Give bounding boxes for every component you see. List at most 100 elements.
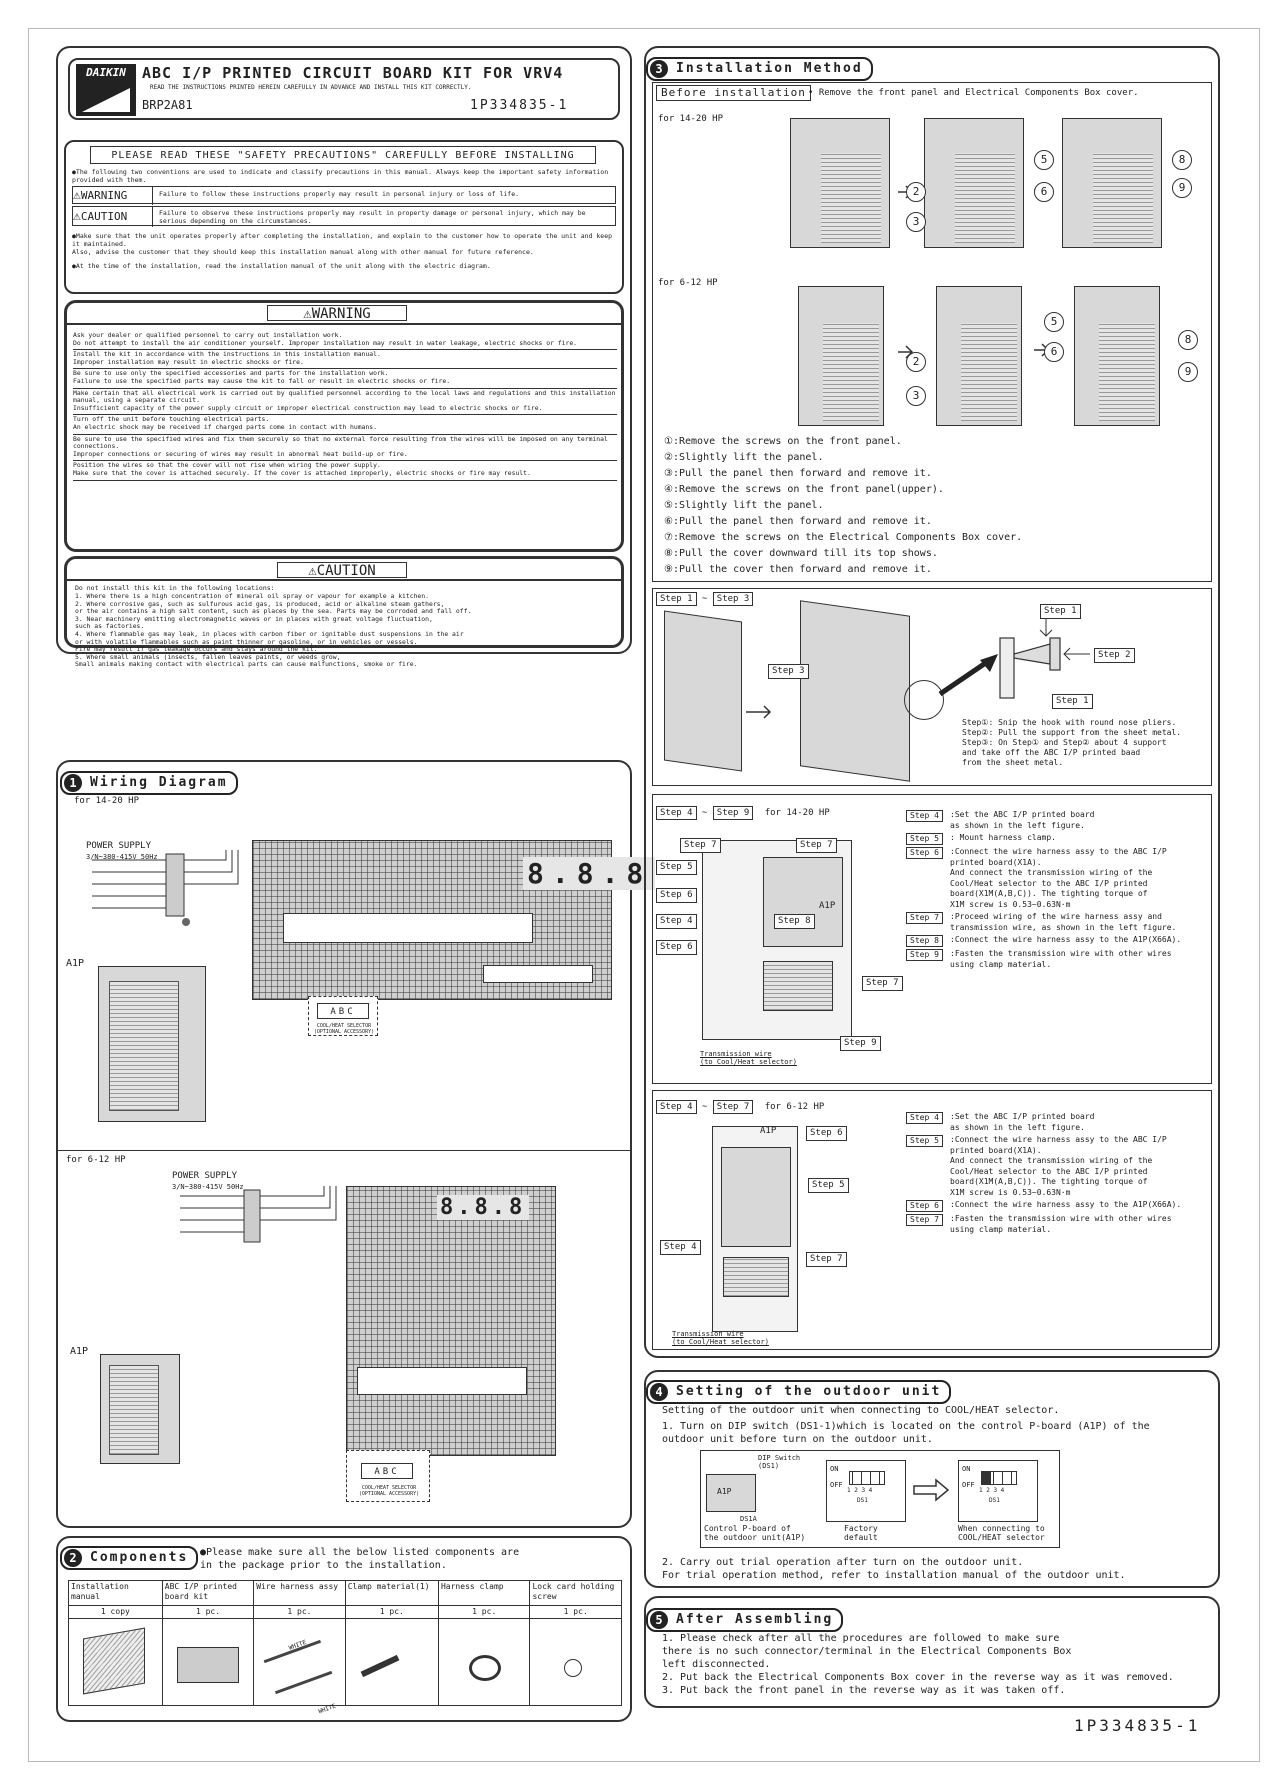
- caution-item: 3. Near machinery emitting electromagnet…: [75, 614, 433, 631]
- after-assembling-title: After Assembling: [676, 1612, 834, 1627]
- warning-title-icon: ⚠: [303, 306, 312, 322]
- wiring-sub-14-20: for 14-20 HP: [74, 796, 140, 806]
- model-number: BRP2A81: [142, 98, 193, 112]
- warning-definition-row: ⚠WARNING Failure to follow these instruc…: [72, 186, 616, 205]
- step-callout-label: Step 7: [806, 1252, 847, 1267]
- caution-item: 2. Where corrosive gas, such as sulfurou…: [75, 599, 472, 616]
- component-image-cell: [437, 1618, 531, 1706]
- dip-selector-off: OFF: [962, 1481, 975, 1489]
- step-instruction-row: Step 9:Fasten the transmission wire with…: [906, 949, 1206, 970]
- caution-item: 1. Where there is a high concentration o…: [75, 592, 429, 600]
- caution-list: 1. Where there is a high concentration o…: [75, 592, 615, 669]
- step-text: :Proceed wiring of the wire harness assy…: [950, 912, 1177, 932]
- range3-label: Step 4 ~ Step 7 for 6-12 HP: [656, 1100, 824, 1114]
- factory-default-caption: Factory default: [844, 1524, 878, 1542]
- zoom-circle: [904, 680, 944, 720]
- callout-circle: 5: [1034, 150, 1054, 170]
- outdoor-setting-panel: [644, 1370, 1220, 1588]
- warning-title-frame: ⚠WARNING: [267, 305, 407, 322]
- step-instruction-row: Step 6 :Connect the wire harness assy to …: [906, 847, 1206, 910]
- seven-seg-display-1: 8.8.8: [523, 857, 656, 890]
- seven-seg-display-2: 8.8.8: [437, 1195, 530, 1220]
- callout-circle: 6: [1044, 342, 1064, 362]
- unit-illus-1c-grille: [1093, 153, 1153, 243]
- flow-arrow-1: [746, 705, 772, 719]
- before-installation-label: Before installation: [656, 85, 811, 101]
- warning-def-text: Failure to follow these instructions pro…: [159, 190, 520, 198]
- range1-start: Step 1: [656, 592, 697, 606]
- caution-title-frame: ⚠CAUTION: [277, 562, 407, 579]
- caution-triangle-icon: ⚠: [73, 209, 81, 224]
- step-text: :Set the ABC I/P printed board as shown …: [950, 810, 1095, 830]
- step-callout-label: Step 5: [808, 1178, 849, 1193]
- step-instruction-row: Step 6 :Connect the wire harness assy to …: [906, 1200, 1206, 1212]
- power-spec-1: 3/N~380-415V 50Hz: [86, 853, 158, 861]
- caution-definition-row: ⚠CAUTION Failure to observe these instru…: [72, 206, 616, 227]
- step-callout-label: Step 9: [840, 1036, 881, 1051]
- warning-title: WARNING: [311, 306, 371, 322]
- document-sheet: [28, 28, 1260, 1762]
- step4-7-instructions: Step 4:Set the ABC I/P printed board as …: [906, 1112, 1206, 1237]
- callout-circle: 5: [1044, 312, 1064, 332]
- step-callout-label: Step 5: [656, 860, 697, 875]
- power-wiring-lines-1: [92, 850, 239, 926]
- unit-grille-1: [109, 981, 179, 1111]
- callout-circle: 2: [906, 352, 926, 372]
- warning-title-bar: ⚠WARNING: [67, 303, 621, 325]
- install-step: ②:Slightly lift the panel.: [664, 452, 824, 463]
- step-number: Step 6: [906, 1200, 943, 1212]
- step-callout-label: Step 4: [660, 1240, 701, 1255]
- unit-illus-1b-grille: [955, 153, 1015, 243]
- safety-precautions-box: PLEASE READ THESE "SAFETY PRECAUTIONS" C…: [64, 140, 624, 294]
- selector-caption-2: COOL/HEAT SELECTOR (OPTIONAL ACCESSORY): [358, 1485, 420, 1497]
- component-qty: 1 pc.: [437, 1605, 531, 1619]
- a1p-board-6-12: [721, 1147, 791, 1247]
- component-qty: 1 copy: [68, 1605, 163, 1619]
- wiring-divider: [58, 1150, 630, 1151]
- install-step: ①:Remove the screws on the front panel.: [664, 436, 902, 447]
- dip-factory-on: ON: [830, 1465, 839, 1473]
- step-callout-label: Step 4: [656, 914, 697, 929]
- range1-label: Step 1 ~ Step 3: [656, 592, 754, 606]
- elec-box-illus-6-12: [712, 1126, 798, 1332]
- selector-terminals-2: ABC: [361, 1463, 413, 1479]
- components-note: ●Please make sure all the below listed c…: [200, 1547, 520, 1571]
- terminal-b: B: [338, 1007, 348, 1017]
- dip-selector-switch: [981, 1471, 1017, 1485]
- step-text: :Connect the wire harness assy to the A1…: [950, 1200, 1182, 1209]
- a1p-board-14-20: [763, 857, 843, 947]
- safety-intro: ●The following two conventions are used …: [72, 168, 609, 184]
- component-image-cell: [68, 1618, 163, 1706]
- install-steps-list: ①:Remove the screws on the front panel. ②…: [664, 434, 1204, 578]
- pcb-blank-area-2: [357, 1367, 527, 1395]
- install-subpanel-before: [652, 82, 1212, 582]
- dip-factory-switch: [849, 1471, 885, 1485]
- outdoor-item-2: 2. Carry out trial operation after turn …: [662, 1557, 1126, 1581]
- a1p-label-2: A1P: [70, 1346, 89, 1357]
- daikin-logo: DAIKIN: [76, 64, 136, 116]
- outdoor-unit-front-2: [100, 1354, 180, 1464]
- warning-label: WARNING: [80, 189, 128, 202]
- step-number: Step 5: [906, 1135, 943, 1147]
- unit-illus-1a-grille: [821, 153, 881, 243]
- step-number: Step 6: [906, 847, 943, 859]
- range3-end: Step 7: [712, 1100, 754, 1114]
- wiring-sub-6-12: for 6-12 HP: [66, 1155, 126, 1165]
- component-qty: 1 pc.: [344, 1605, 439, 1619]
- pcb-connector-row-1: [483, 965, 593, 983]
- elec-box-illus-14-20: A1P: [702, 840, 852, 1040]
- selector-caption-1: COOL/HEAT SELECTOR (OPTIONAL ACCESSORY): [313, 1023, 375, 1035]
- step-instruction-row: Step 5:Connect the wire harness assy to …: [906, 1135, 1206, 1198]
- components-panel: [56, 1536, 632, 1722]
- step-callout-label: Step 8: [774, 914, 815, 929]
- dip-selector-ds1: DS1: [989, 1497, 1000, 1504]
- step-text: :Connect the wire harness assy to the AB…: [950, 847, 1167, 909]
- install-sub-6-12: for 6-12 HP: [658, 278, 718, 288]
- step3-label-left: Step 3: [768, 664, 809, 679]
- power-supply-text-1: POWER SUPPLY: [86, 841, 152, 851]
